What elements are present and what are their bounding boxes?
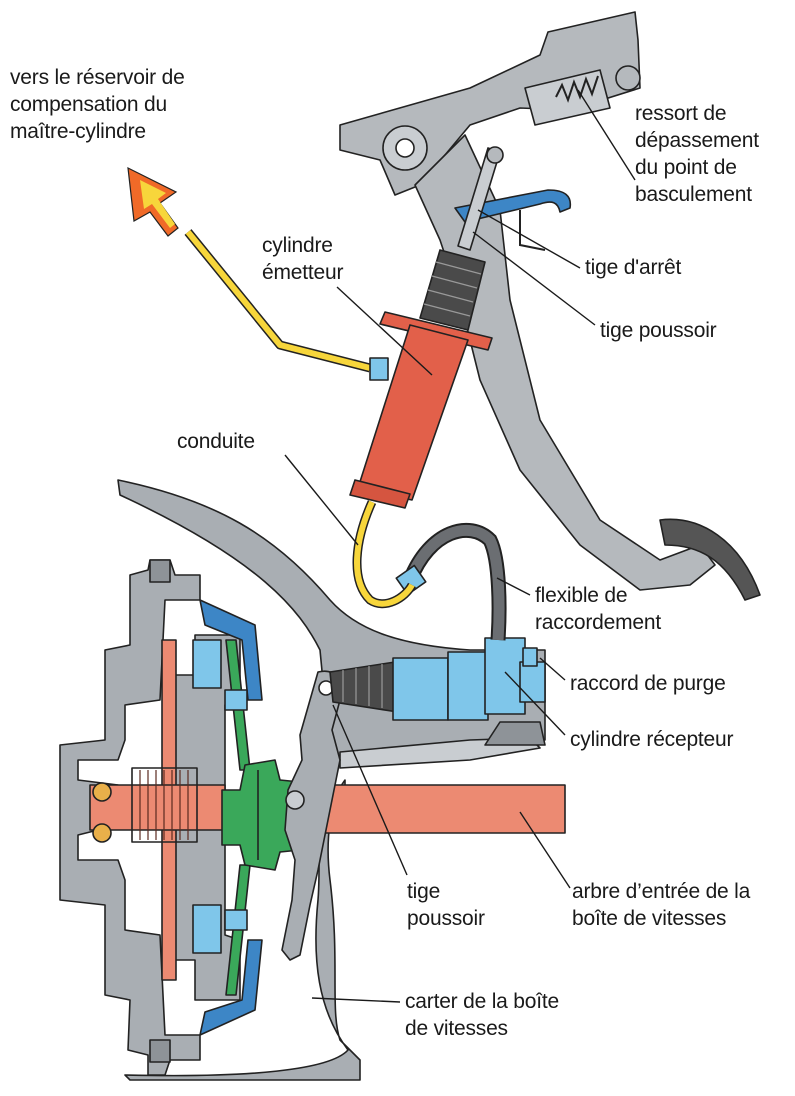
master-cylinder	[349, 249, 493, 509]
label-cylindre-recepteur: cylindre récepteur	[570, 728, 734, 751]
label-flexible: flexible de raccordement	[535, 584, 661, 634]
hydraulic-lines	[184, 229, 416, 609]
clutch-assembly	[59, 559, 301, 1076]
label-reservoir: vers le réservoir de compensation du maî…	[10, 66, 185, 143]
slave-cylinder	[329, 637, 546, 721]
label-tige-poussoir-top: tige poussoir	[600, 319, 717, 342]
label-tige-arret: tige d'arrêt	[585, 256, 682, 279]
label-carter: carter de la boîte de vitesses	[405, 990, 559, 1040]
leader-lines	[284, 89, 636, 1003]
reservoir-arrow	[127, 166, 179, 237]
label-arbre: arbre d’entrée de la boîte de vitesses	[572, 880, 751, 930]
label-conduite: conduite	[177, 430, 255, 453]
label-tige-poussoir-bottom: tige poussoir	[407, 880, 485, 930]
label-cylindre-emetteur: cylindre émetteur	[262, 234, 344, 284]
gearbox-input-shaft	[299, 784, 566, 834]
label-ressort: ressort de dépassement du point de bascu…	[635, 102, 759, 206]
label-raccord-purge: raccord de purge	[570, 672, 726, 695]
